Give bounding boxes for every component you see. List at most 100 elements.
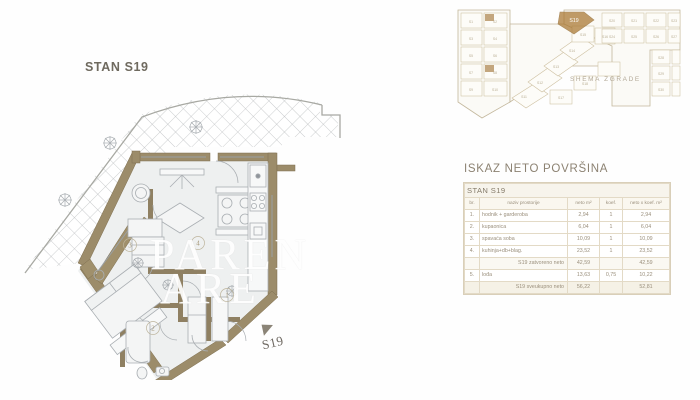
svg-text:S16: S16 (602, 35, 608, 39)
cell-name: hodnik + garderoba (479, 209, 568, 223)
areas-table: STAN S19 br. naziv prostorije neto m² ko… (463, 182, 671, 296)
table-row: 3. spavaća soba 10,09 1 10,09 (464, 233, 670, 247)
cell-name: S19 sveukupno neto (479, 281, 568, 295)
svg-text:S27: S27 (671, 35, 677, 39)
terrace-plants (58, 120, 238, 297)
cell-koef (599, 257, 623, 271)
room-marker-4: 4 (191, 236, 205, 250)
svg-text:S5: S5 (469, 54, 473, 58)
svg-text:S11: S11 (521, 95, 527, 99)
cell-name: lođa (479, 269, 568, 283)
svg-text:S23: S23 (671, 19, 677, 23)
room-marker-3: 3 (123, 238, 137, 252)
table-row-apartment: STAN S19 (464, 182, 670, 199)
page-title: STAN S19 (85, 60, 149, 74)
table-row-subtotal: S19 zatvoreno neto 42,59 42,59 (464, 257, 670, 271)
svg-text:4: 4 (196, 240, 200, 248)
svg-text:S22: S22 (653, 19, 659, 23)
svg-text:S9: S9 (469, 88, 473, 92)
windows (97, 156, 273, 272)
cell-koef (599, 281, 623, 295)
header-koef: koef. (599, 197, 623, 211)
svg-text:S3: S3 (469, 37, 473, 41)
cell-total: 42,59 (622, 257, 670, 271)
cell-name: kupaonica (479, 221, 568, 235)
cell-total: 23,52 (622, 245, 670, 259)
cell-no: 4. (464, 245, 480, 259)
schema-highlight-label: S19 (569, 18, 578, 24)
cell-koef: 1 (599, 233, 623, 247)
cell-name: S19 zatvoreno neto (479, 257, 568, 271)
svg-text:2: 2 (151, 325, 155, 333)
svg-text:S12: S12 (537, 81, 543, 85)
svg-text:S26: S26 (653, 35, 659, 39)
svg-text:S20: S20 (609, 19, 615, 23)
table-row: 4. kuhinja+db+blag. 23,52 1 23,52 (464, 245, 670, 259)
table-row-grand-total: S19 sveukupno neto 56,22 52,81 (464, 281, 670, 295)
cell-no: 5. (464, 269, 480, 283)
cell-no (464, 257, 480, 271)
svg-text:S14: S14 (569, 49, 575, 53)
svg-text:3: 3 (128, 242, 132, 250)
header-total: neto x koef. m² (622, 197, 670, 211)
cell-total: 10,09 (622, 233, 670, 247)
svg-text:S15: S15 (580, 33, 586, 37)
cell-total: 6,04 (622, 221, 670, 235)
cell-koef: 1 (599, 245, 623, 259)
cell-neto: 23,52 (567, 245, 600, 259)
schema-label: SHEMA ZGRADE (570, 76, 641, 83)
svg-text:S7: S7 (469, 71, 473, 75)
svg-text:S4: S4 (493, 37, 497, 41)
areas-table-title: ISKAZ NETO POVRŠINA (464, 163, 609, 175)
cell-no: 1. (464, 209, 480, 223)
table-row: 2. kupaonica 6,04 1 6,04 (464, 221, 670, 235)
schema-highlight-s19: S19 (557, 11, 595, 35)
cell-total: 2,94 (622, 209, 670, 223)
table-header-row: br. naziv prostorije neto m² koef. neto … (464, 197, 670, 211)
svg-text:S21: S21 (631, 19, 637, 23)
cell-neto: 56,22 (567, 281, 600, 295)
svg-text:S17: S17 (558, 96, 564, 100)
cell-neto: 13,63 (567, 269, 600, 283)
cell-neto: 42,59 (567, 257, 600, 271)
cell-no (464, 281, 480, 295)
furniture-hall (187, 296, 229, 352)
cell-koef: 1 (599, 209, 623, 223)
header-neto: neto m² (567, 197, 600, 211)
room-markers: 4 3 2 1 (123, 236, 234, 335)
cell-neto: 2,94 (567, 209, 600, 223)
cell-name: kuhinja+db+blag. (479, 245, 568, 259)
svg-text:S10: S10 (492, 88, 498, 92)
svg-text:S8: S8 (493, 71, 497, 75)
furniture-living (127, 168, 205, 268)
svg-text:S6: S6 (493, 54, 497, 58)
cell-no: 2. (464, 221, 480, 235)
svg-text:S18: S18 (582, 82, 588, 86)
building-schema: S19 S1 S2 S3 S4 S5 S6 S7 S8 S9 S10 S11 S12 (452, 6, 684, 124)
cell-name: spavaća soba (479, 233, 568, 247)
svg-text:1: 1 (225, 292, 229, 300)
svg-text:S1: S1 (469, 20, 473, 24)
furniture-bathroom (125, 320, 170, 380)
furniture-kitchen (247, 162, 269, 292)
header-name: naziv prostorije (479, 197, 568, 211)
table-row: 5. lođa 13,63 0,75 10,22 (464, 269, 670, 283)
cell-total: 10,22 (622, 269, 670, 283)
table-row: 1. hodnik + garderoba 2,94 1 2,94 (464, 209, 670, 223)
svg-text:S13: S13 (553, 65, 559, 69)
cell-neto: 6,04 (567, 221, 600, 235)
svg-text:S24: S24 (609, 35, 615, 39)
apartment-name: STAN S19 (464, 182, 670, 199)
svg-text:S25: S25 (631, 35, 637, 39)
floor-plan: 4 3 2 1 (20, 85, 380, 380)
cell-koef: 1 (599, 221, 623, 235)
room-marker-1: 1 (220, 288, 234, 302)
svg-text:S28: S28 (658, 56, 664, 60)
room-marker-2: 2 (146, 321, 160, 335)
svg-text:S2: S2 (493, 20, 497, 24)
cell-no: 3. (464, 233, 480, 247)
svg-text:S30: S30 (658, 88, 664, 92)
cell-koef: 0,75 (599, 269, 623, 283)
cell-neto: 10,09 (567, 233, 600, 247)
